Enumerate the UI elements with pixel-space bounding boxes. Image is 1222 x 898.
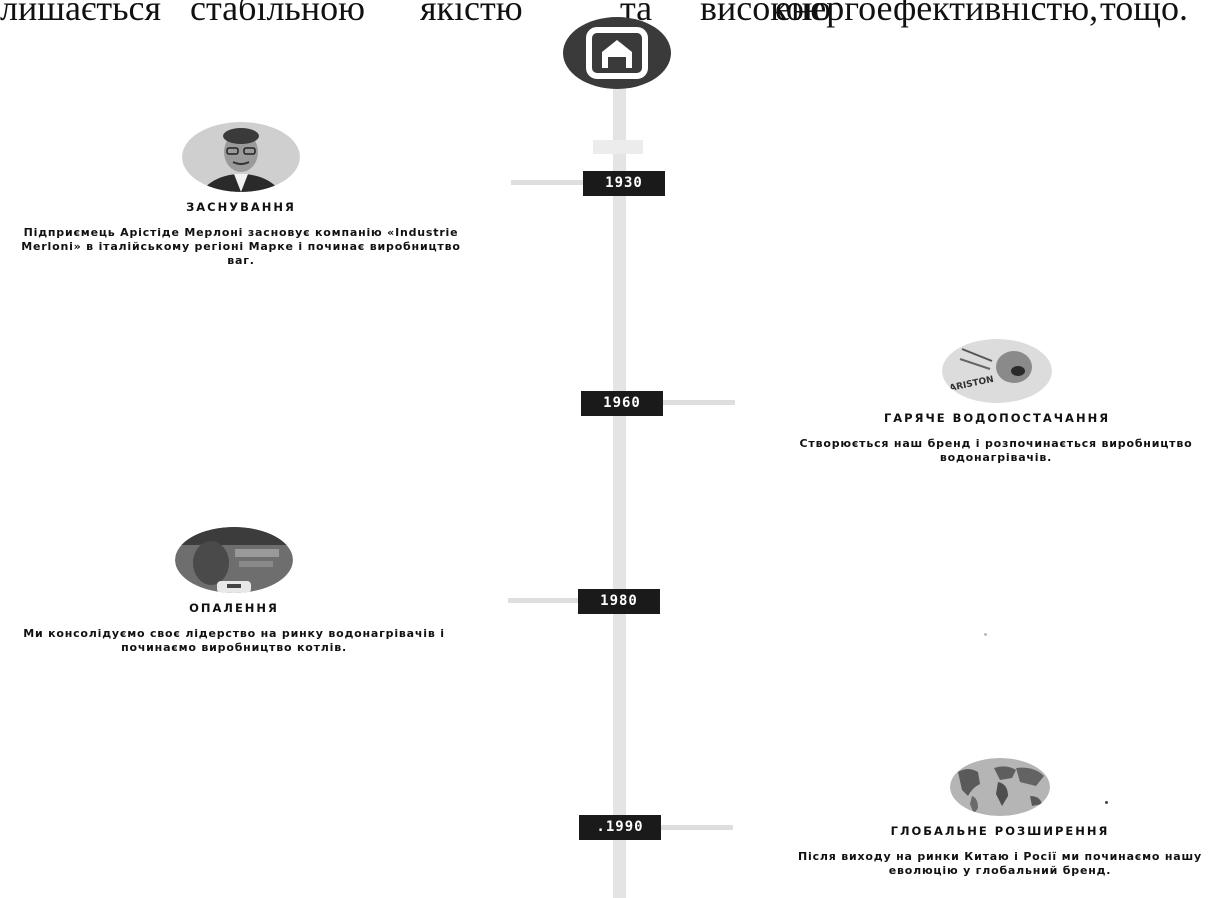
- event-1990: ГЛОБАЛЬНЕ РОЗШИРЕННЯ Після виходу на рин…: [780, 758, 1220, 878]
- year-tag-1960: 1960: [581, 391, 663, 416]
- event-title: ЗАСНУВАННЯ: [186, 200, 296, 214]
- event-description: Підприємець Арістіде Мерлоні засновує ко…: [21, 226, 461, 267]
- year-tag-1930: 1930: [583, 171, 665, 196]
- ariston-brand-image: ARISTON: [942, 339, 1052, 403]
- event-description: Після виходу на ринки Китаю і Росії ми п…: [798, 850, 1202, 877]
- timeline-spine: [613, 80, 626, 898]
- connector-1930: [511, 180, 583, 185]
- header-word: тощо.: [1100, 0, 1188, 28]
- timeline-spine-nub: [593, 140, 643, 154]
- home-icon: [586, 27, 648, 79]
- connector-1990: [661, 825, 733, 830]
- event-1980: ОПАЛЕННЯ Ми консолідуємо своє лідерство …: [0, 527, 468, 655]
- connector-1960: [663, 400, 735, 405]
- scan-speck: [1105, 801, 1108, 804]
- year-tag-1980: 1980: [578, 589, 660, 614]
- header-word: якістю: [420, 0, 523, 28]
- founder-portrait-image: [182, 122, 300, 192]
- event-title: ОПАЛЕННЯ: [189, 601, 279, 615]
- event-title: ГЛОБАЛЬНЕ РОЗШИРЕННЯ: [890, 824, 1110, 838]
- event-description: Ми консолідуємо своє лідерство на ринку …: [23, 627, 445, 654]
- header-word: стабільною: [190, 0, 365, 28]
- header-word: високою: [700, 0, 831, 28]
- event-title: ГАРЯЧЕ ВОДОПОСТАЧАННЯ: [883, 411, 1111, 425]
- world-map-image: [950, 758, 1050, 816]
- connector-1980: [508, 598, 580, 603]
- year-tag-1990: .1990: [579, 815, 661, 840]
- event-1960: ARISTON ГАРЯЧЕ ВОДОПОСТАЧАННЯ Створюєтьс…: [770, 339, 1222, 465]
- scan-speck: [984, 633, 987, 636]
- header-word: лишається: [0, 0, 162, 28]
- home-badge: [563, 17, 671, 89]
- event-description: Створюється наш бренд і розпочинається в…: [799, 437, 1193, 464]
- header-word: енергоефективністю,: [775, 0, 1099, 28]
- heating-ad-image: [175, 527, 293, 593]
- header-text-line: лишається стабільною якістю та високою е…: [0, 0, 1222, 28]
- event-1930: ЗАСНУВАННЯ Підприємець Арістіде Мерлоні …: [0, 122, 482, 268]
